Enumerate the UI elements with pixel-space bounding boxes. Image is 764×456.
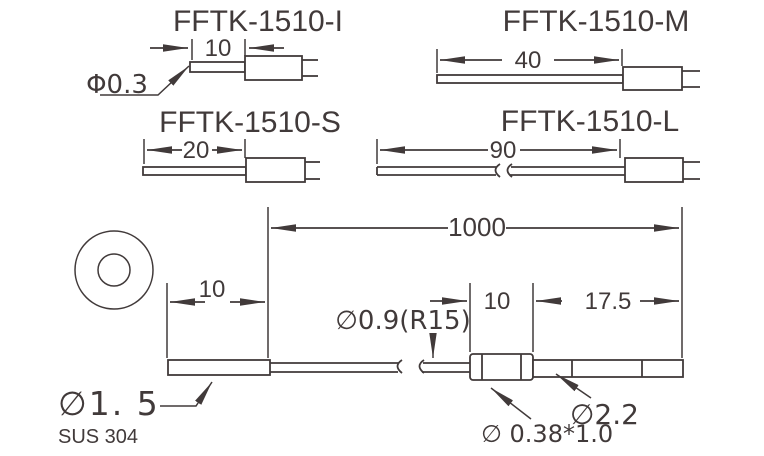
fiber-tip [436,74,624,84]
break-symbol [494,163,501,178]
bend-radius-callout: ∅0.9(R15) [335,306,471,358]
variant-i-sensor [189,55,318,81]
cable-jacket [532,359,684,378]
variant-m-dimension: 40 [436,47,623,74]
variant-s-dimension: 20 [143,137,246,164]
variant-s-sensor [142,157,320,183]
overall-length-label: 1000 [448,212,506,242]
cable-diameter-callout: ∅2.2 [555,373,639,431]
variant-fftk-1510-s: FFTK-1510-S 20 [142,106,341,183]
sleeve-length-label: 10 [199,276,226,303]
variant-l-title: FFTK-1510-L [501,105,679,138]
sensor-body [244,55,303,81]
sensor-body [245,157,306,183]
leader-arrow [490,387,532,420]
leader-arrow [160,381,213,407]
sensor-body [624,157,684,183]
outer-circle [74,230,154,310]
variant-fftk-1510-l: FFTK-1510-L 90 [376,105,700,183]
fiber-tip [142,166,247,176]
variant-s-dim-label: 20 [183,137,210,164]
sensor-profile [167,353,684,381]
variant-m-title: FFTK-1510-M [503,5,690,38]
fiber-tip [189,61,246,73]
crimp-size-label: ∅ 0.38*1.0 [481,420,613,448]
variant-l-sensor [376,157,700,183]
crimp-body [469,353,534,381]
metal-sleeve [167,359,271,376]
variant-fftk-1510-m: FFTK-1510-M 40 [436,5,700,91]
variant-l-dimension: 90 [376,137,621,164]
variant-l-dim-label: 90 [490,137,517,164]
sensor-body [622,66,683,91]
variant-s-title: FFTK-1510-S [159,106,341,139]
sleeve-diameter-callout: ∅1. 5 SUS 304 [58,381,213,448]
end-length-label: 17.5 [585,288,632,315]
dimension-end-length: 17.5 [536,288,679,315]
sleeve-diameter-label: ∅1. 5 [58,384,160,423]
variant-m-dim-label: 40 [515,47,542,74]
material-label: SUS 304 [58,426,138,448]
cable-diameter-label: ∅2.2 [570,398,639,431]
variant-m-sensor [436,66,700,91]
bend-radius-label: ∅0.9(R15) [335,306,470,336]
dimension-sleeve-length: 10 [170,276,265,306]
variant-i-dimension: 10 [150,35,284,62]
variant-i-title: FFTK-1510-I [173,5,343,38]
tip-diameter-callout: Φ0.3 [86,65,190,100]
main-drawing: 1000 10 10 17.5 ∅0.9(R15) [58,207,684,448]
leader-arrow [555,373,592,399]
variant-i-dim-label: 10 [205,35,232,62]
crimp-size-callout: ∅ 0.38*1.0 [481,387,613,448]
variant-fftk-1510-i: FFTK-1510-I 10 Φ0.3 [86,5,343,100]
leader-arrow [100,65,190,96]
inner-circle [97,253,131,287]
crimp-length-label: 10 [484,288,511,315]
fiber-end-view [74,230,154,310]
break-symbol [418,359,425,374]
break-symbol [396,359,403,374]
dimension-overall-length: 1000 [271,212,679,242]
dimension-crimp-length: 10 [430,288,510,315]
